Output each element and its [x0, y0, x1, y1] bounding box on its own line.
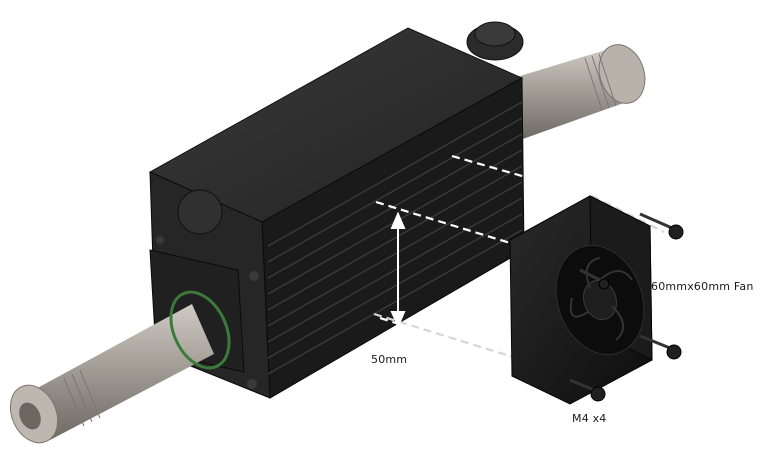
- shaft-rear: [500, 44, 646, 140]
- cooling-fan: [509, 195, 653, 405]
- fan-size-label: 60mmx60mm Fan: [651, 280, 754, 293]
- screw-1: [639, 212, 684, 240]
- spacing-arrow: [390, 211, 406, 329]
- cable-gland: [466, 21, 524, 61]
- spacing-label: 50mm: [371, 353, 408, 366]
- screw-label: M4 x4: [572, 412, 607, 425]
- screw-2: [639, 334, 682, 360]
- shaft-front: [9, 290, 231, 444]
- mounting-screws: [569, 212, 684, 402]
- screw-3: [569, 378, 606, 402]
- screw-4: [579, 268, 610, 290]
